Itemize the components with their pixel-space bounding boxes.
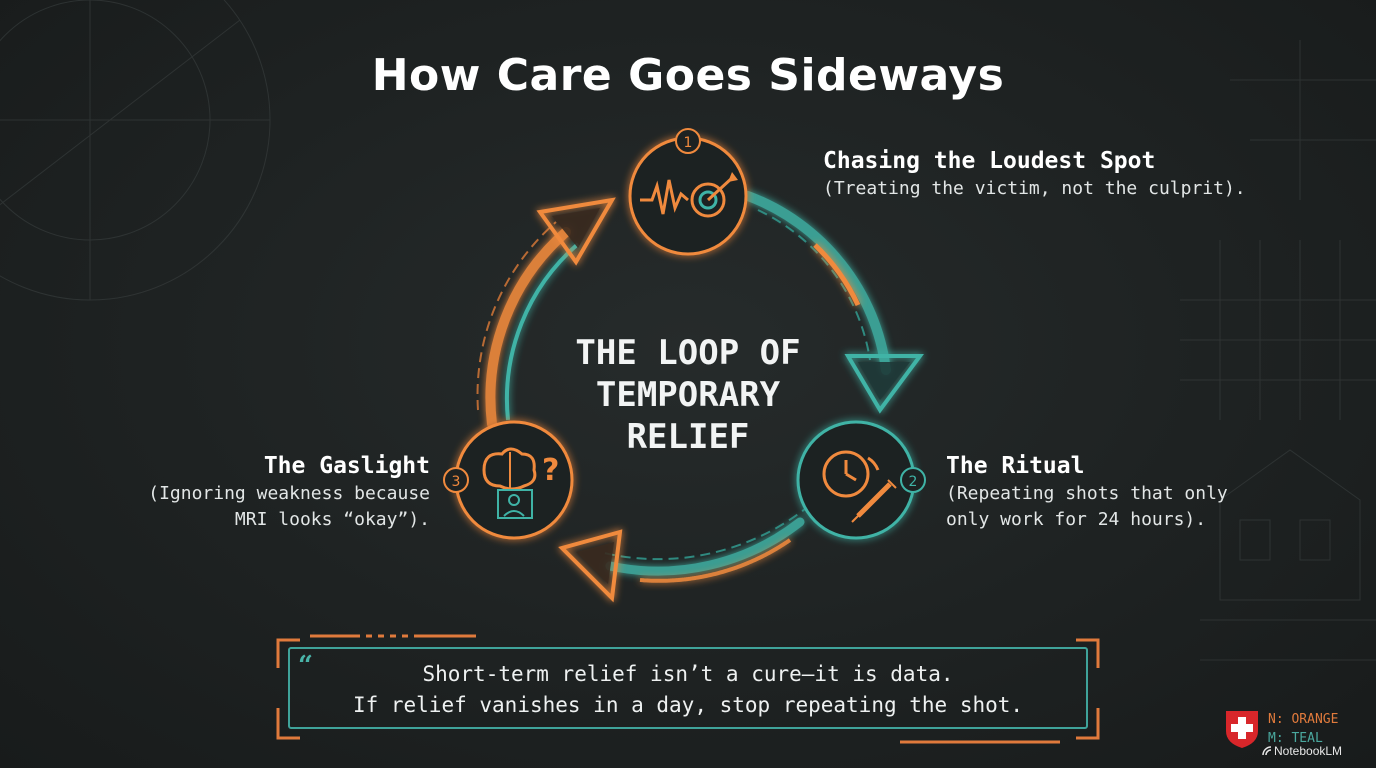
legend-m: M: TEAL: [1268, 731, 1323, 746]
brand-label: NotebookLM: [1274, 744, 1343, 758]
step1-desc-line-1: (Treating the victim, not the culprit).: [823, 178, 1246, 199]
center-line-2: TEMPORARY: [595, 375, 781, 415]
step3-number: 3: [452, 474, 461, 490]
center-line-1: THE LOOP OF: [575, 333, 801, 373]
loop-center-label: THE LOOP OF TEMPORARY RELIEF: [540, 332, 836, 458]
page-title: How Care Goes Sideways: [371, 50, 1005, 101]
quote-text: Short-term relief isn’t a cure—it is dat…: [290, 659, 1086, 721]
step2-node: [796, 420, 926, 540]
quote-line-2: If relief vanishes in a day, stop repeat…: [352, 693, 1024, 717]
step1-description: (Treating the victim, not the culprit).: [823, 176, 1246, 202]
arrow-step2-to-step3: [558, 504, 811, 603]
step2-caption: The Ritual (Repeating shots that only on…: [946, 451, 1228, 533]
step2-desc-line-1: (Repeating shots that only: [946, 483, 1228, 504]
legend: N: ORANGE M: TEAL: [1268, 710, 1338, 748]
step2-desc-line-2: only work for 24 hours).: [946, 509, 1207, 530]
step3-title: The Gaslight: [263, 453, 430, 479]
step3-desc-line-2: MRI looks “okay”).: [234, 509, 430, 530]
step2-title: The Ritual: [946, 453, 1085, 479]
step2-number: 2: [909, 474, 918, 490]
clock-syringe-icon: [822, 450, 897, 523]
step1-caption: Chasing the Loudest Spot (Treating the v…: [823, 146, 1246, 202]
brain-question-icon: ?: [482, 447, 559, 519]
step3-caption: The Gaslight (Ignoring weakness because …: [148, 451, 430, 533]
step1-number: 1: [684, 135, 693, 151]
step2-description: (Repeating shots that only only work for…: [946, 481, 1228, 533]
arrow-step3-to-step1: [476, 197, 616, 429]
step3-desc-line-1: (Ignoring weakness because: [148, 483, 430, 504]
step3-description: (Ignoring weakness because MRI looks “ok…: [148, 481, 430, 533]
center-line-3: RELIEF: [626, 417, 750, 457]
quote-mark-icon: “: [298, 651, 313, 681]
notebooklm-logo-icon: [1262, 746, 1272, 756]
swiss-cross-icon: [1226, 711, 1258, 748]
quote-box: “ Short-term relief isn’t a cure—it is d…: [288, 647, 1088, 729]
step3-node: ?: [443, 420, 574, 540]
quote-line-1: Short-term relief isn’t a cure—it is dat…: [422, 662, 954, 686]
arrow-step1-to-step2: [743, 191, 924, 414]
pulse-target-icon: [640, 172, 738, 218]
step1-node: [628, 128, 748, 256]
step1-title: Chasing the Loudest Spot: [823, 148, 1156, 174]
svg-text:?: ?: [542, 453, 559, 488]
legend-n: N: ORANGE: [1268, 712, 1339, 727]
